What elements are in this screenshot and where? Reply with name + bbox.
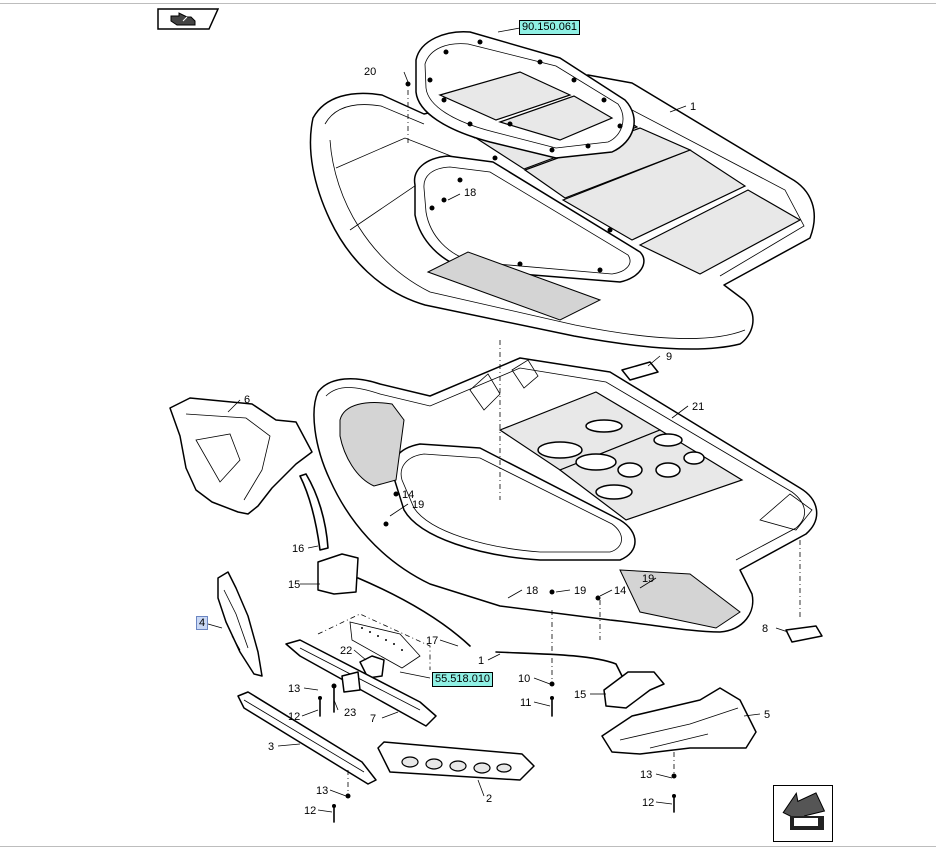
callout-13-right: 13 <box>640 769 652 781</box>
part-15-bracket-right <box>603 671 665 709</box>
part-7-panel <box>285 639 437 727</box>
top-divider <box>0 3 936 4</box>
reference-link-top[interactable]: 90.150.061 <box>519 20 581 35</box>
part-17-seal <box>357 577 471 647</box>
callout-numbers: 20 1 18 9 21 6 14 19 16 15 18 19 14 19 1… <box>244 66 770 817</box>
callout-13: 13 <box>288 683 300 695</box>
return-button[interactable] <box>773 785 833 842</box>
callout-16: 16 <box>292 543 304 555</box>
callout-18: 18 <box>464 187 476 199</box>
reference-link-bottom[interactable]: 55.518.010 <box>432 672 494 687</box>
callout-14: 14 <box>402 489 414 501</box>
callout-10: 10 <box>518 673 530 685</box>
callout-15-right: 15 <box>574 689 586 701</box>
callout-11: 11 <box>520 697 531 709</box>
part-15-bracket-left <box>317 553 359 595</box>
headliner-panel <box>309 31 815 350</box>
electrical-assembly <box>317 613 431 670</box>
part-16-strip <box>299 473 329 551</box>
callout-14-lower: 14 <box>614 585 626 597</box>
callout-6: 6 <box>244 394 250 406</box>
previous-page-button[interactable] <box>157 8 219 30</box>
part-6-side-panel <box>169 397 313 515</box>
callout-22: 22 <box>340 645 352 657</box>
hand-pointer-icon <box>157 8 219 30</box>
part-8-bracket <box>785 625 823 643</box>
callout-1-lower: 1 <box>478 655 484 667</box>
callout-15: 15 <box>288 579 300 591</box>
callout-20: 20 <box>364 66 376 78</box>
bottom-divider <box>0 846 936 847</box>
callout-8: 8 <box>762 623 768 635</box>
callout-12: 12 <box>288 711 300 723</box>
callout-5: 5 <box>764 709 770 721</box>
leader-lines <box>207 27 789 813</box>
callout-3: 3 <box>268 741 274 753</box>
callout-2: 2 <box>486 793 492 805</box>
return-arrow-icon <box>782 791 826 830</box>
callout-18-lower: 18 <box>526 585 538 597</box>
console-vents <box>401 756 512 774</box>
part-4-pillar <box>217 571 263 677</box>
callout-23: 23 <box>344 707 356 719</box>
callout-19-lower: 19 <box>574 585 586 597</box>
part-9-bracket <box>621 361 659 381</box>
callout-1: 1 <box>690 101 696 113</box>
alignment-lines <box>347 90 801 796</box>
callout-12-bottom: 12 <box>304 805 316 817</box>
callout-7: 7 <box>370 713 376 725</box>
callout-17: 17 <box>426 635 438 647</box>
callout-4-highlighted[interactable]: 4 <box>196 616 209 630</box>
callout-19: 19 <box>412 499 424 511</box>
screws <box>318 81 677 823</box>
callout-9: 9 <box>666 351 672 363</box>
roof-frame <box>313 357 818 633</box>
callout-21: 21 <box>692 401 704 413</box>
part-5-side-panel <box>601 687 757 755</box>
callout-13-bottom: 13 <box>316 785 328 797</box>
callout-19-right: 19 <box>642 573 654 585</box>
callout-12-right: 12 <box>642 797 654 809</box>
part-1-seal <box>495 651 623 677</box>
